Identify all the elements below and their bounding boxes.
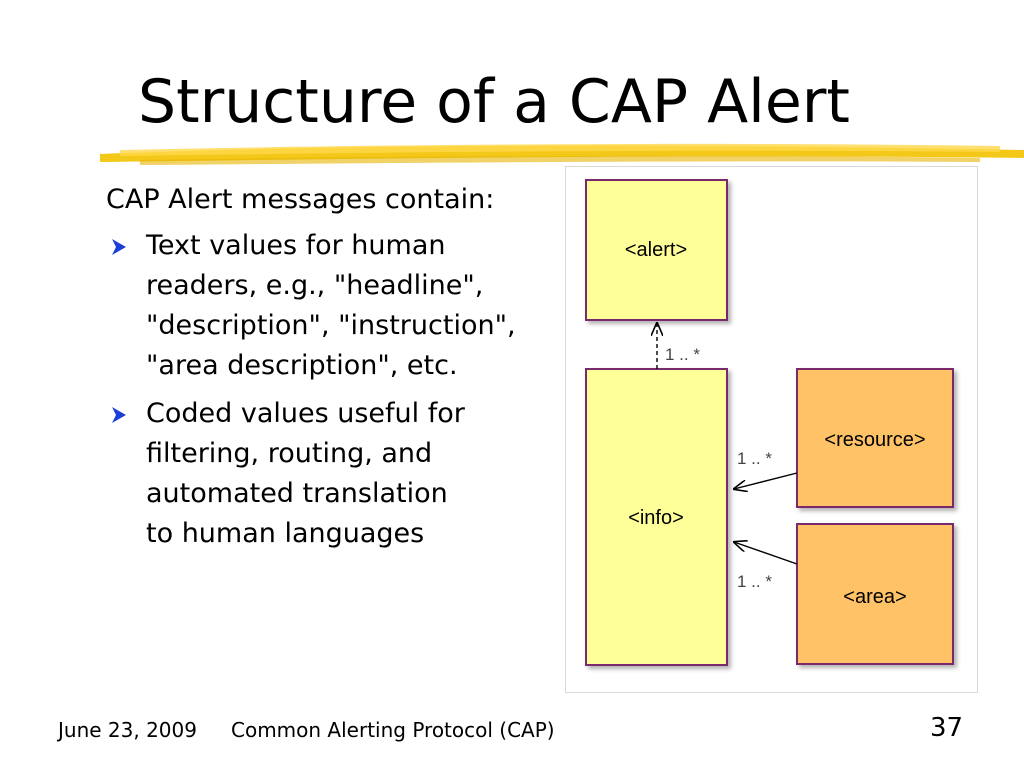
bullet-item: Coded values useful for filtering, routi…	[106, 394, 566, 554]
bullet-line: filtering, routing, and	[146, 438, 433, 469]
intro-text: CAP Alert messages contain:	[106, 184, 495, 215]
title-underline-brush	[100, 143, 1024, 165]
bullet-item: Text values for human readers, e.g., "he…	[106, 226, 566, 386]
alert-box-label: <alert>	[625, 239, 687, 261]
area-box	[796, 523, 954, 665]
area-box-label: <area>	[843, 586, 906, 608]
bullet-line: to human languages	[146, 518, 425, 549]
bullet-list: Text values for human readers, e.g., "he…	[106, 226, 566, 554]
resource-box	[796, 368, 954, 508]
bullet-line: Text values for human	[146, 230, 446, 261]
arrow-bullet-icon	[112, 407, 126, 423]
resource-info-multiplicity: 1 .. *	[737, 449, 772, 468]
bullet-line: "area description", etc.	[146, 350, 458, 381]
bullet-line: "description", "instruction",	[146, 310, 516, 341]
resource-box-label: <resource>	[824, 429, 925, 451]
info-alert-multiplicity: 1 .. *	[665, 345, 700, 364]
bullet-line: readers, e.g., "headline",	[146, 270, 484, 301]
arrow-bullet-icon	[112, 239, 126, 255]
bullet-line: automated translation	[146, 478, 448, 509]
resource-to-info-arrow	[734, 472, 798, 489]
area-to-info-arrow	[734, 542, 798, 565]
footer-title: Common Alerting Protocol (CAP)	[231, 718, 555, 742]
alert-box	[585, 179, 728, 321]
bullet-line: Coded values useful for	[146, 398, 465, 429]
cap-structure-diagram: <alert> <info> <resource> <area> 1 .. * …	[565, 166, 978, 693]
slide-body: CAP Alert messages contain: Text values …	[106, 180, 566, 562]
area-info-multiplicity: 1 .. *	[737, 572, 772, 591]
slide-title: Structure of a CAP Alert	[138, 67, 850, 137]
slide-number: 37	[930, 713, 964, 743]
info-box-label: <info>	[628, 507, 684, 529]
footer-date: June 23, 2009	[58, 718, 197, 742]
